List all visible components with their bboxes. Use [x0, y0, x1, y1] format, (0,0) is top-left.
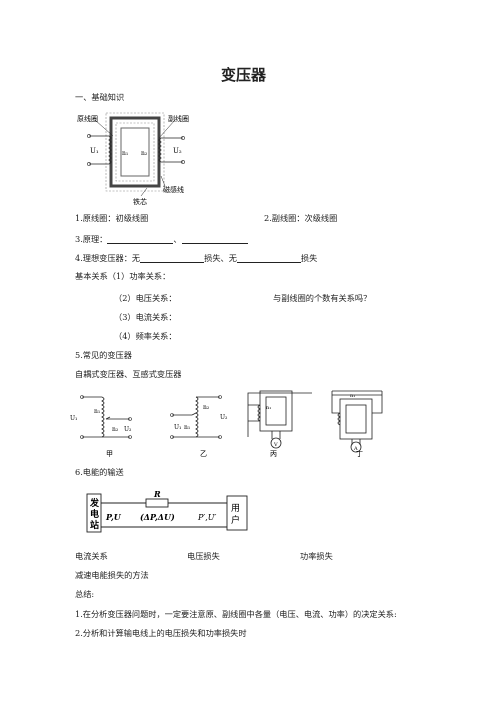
svg-text:用: 用	[231, 503, 240, 514]
principle-blank-2[interactable]	[181, 235, 248, 244]
page-title: 变压器	[221, 66, 267, 84]
svg-text:U₁: U₁	[70, 415, 77, 422]
svg-text:P,U: P,U	[105, 512, 122, 522]
flux-line-label: 磁感线	[163, 185, 184, 194]
label-bing: 丙	[270, 450, 277, 457]
svg-text:户: 户	[231, 514, 240, 526]
u1-label: U₁	[90, 147, 99, 155]
item-secondary-coil: 2.副线圈：次级线圈	[264, 213, 338, 223]
svg-text:发: 发	[89, 497, 100, 509]
principle-blank-1[interactable]	[107, 235, 174, 244]
transformer-types-diagram: U₁ n₁ n₂ U₂ U₁ n₂ n₁ U₂ n₁ V n₁ A 甲 乙 丙 …	[70, 390, 383, 457]
primary-coil-label: 原线圈	[77, 114, 98, 123]
relation-voltage-note: 与副线圈的个数有关系吗？	[273, 293, 372, 303]
relation-power: 基本关系（1）功率关系：	[75, 271, 171, 281]
svg-text:U₂: U₂	[124, 426, 132, 433]
n1-label: n₁	[122, 150, 128, 157]
label-jia: 甲	[106, 450, 113, 457]
svg-text:P′,U′: P′,U′	[197, 513, 216, 522]
item-ideal-transformer: 4.理想变压器：无损失、无损失	[75, 253, 318, 263]
item-primary-coil: 1.原线圈：初级线圈	[75, 213, 149, 223]
svg-text:n₁: n₁	[94, 408, 100, 415]
current-relation: 电流关系	[75, 551, 108, 561]
relation-voltage: （2）电压关系：	[114, 293, 177, 303]
svg-text:R: R	[153, 490, 161, 499]
label-ding: 丁	[356, 450, 363, 457]
svg-text:(ΔP,ΔU): (ΔP,ΔU)	[140, 512, 175, 522]
summary-point-1: 1.在分析变压器问题时，一定要注意原、副线圈中各量（电压、电流、功率）的决定关系…	[75, 609, 397, 619]
power-loss: 功率损失	[300, 551, 333, 561]
iron-core-label: 铁芯	[133, 197, 147, 206]
n2-label: n₂	[141, 150, 148, 157]
secondary-coil-label: 副线圈	[168, 114, 189, 123]
u2-label: U₂	[173, 147, 182, 155]
svg-text:n₂: n₂	[203, 404, 210, 411]
relation-current: （3）电流关系：	[114, 312, 177, 322]
label-yi: 乙	[200, 450, 207, 457]
svg-text:n₁: n₁	[184, 424, 190, 431]
section-common-transformers: 5.常见的变压器	[75, 350, 132, 360]
voltage-loss: 电压损失	[187, 551, 220, 561]
reduce-loss-methods: 减速电能损失的方法	[75, 570, 149, 580]
relation-frequency: （4）频率关系：	[114, 331, 177, 341]
section-heading-basics: 一、基础知识	[75, 92, 125, 102]
svg-text:A: A	[353, 446, 358, 452]
svg-text:电: 电	[90, 508, 99, 520]
svg-text:V: V	[273, 442, 278, 448]
transmission-diagram: 发 电 站 用 户 R P,U (ΔP,ΔU) P′,U′	[86, 490, 248, 533]
summary-point-2: 2.分析和计算输电线上的电压损失和功率损失时	[75, 628, 247, 638]
transformer-types: 自耦式变压器、互感式变压器	[75, 369, 182, 379]
ideal-blank-1[interactable]	[140, 254, 205, 263]
svg-text:U₂: U₂	[220, 414, 228, 421]
summary-heading: 总结:	[75, 589, 95, 599]
item-principle: 3.原理：、	[75, 234, 248, 244]
svg-text:站: 站	[90, 519, 99, 531]
svg-text:U₁: U₁	[174, 424, 181, 431]
svg-text:n₂: n₂	[112, 426, 119, 433]
svg-text:n₁: n₁	[266, 405, 271, 411]
transformer-diagram: 原线圈 副线圈 n₁ n₂ U₁ U₂ 磁感线 铁芯	[77, 112, 189, 206]
ideal-blank-2[interactable]	[236, 254, 301, 263]
section-power-transmission: 6.电能的输送	[75, 467, 124, 477]
svg-text:n₁: n₁	[350, 393, 355, 399]
